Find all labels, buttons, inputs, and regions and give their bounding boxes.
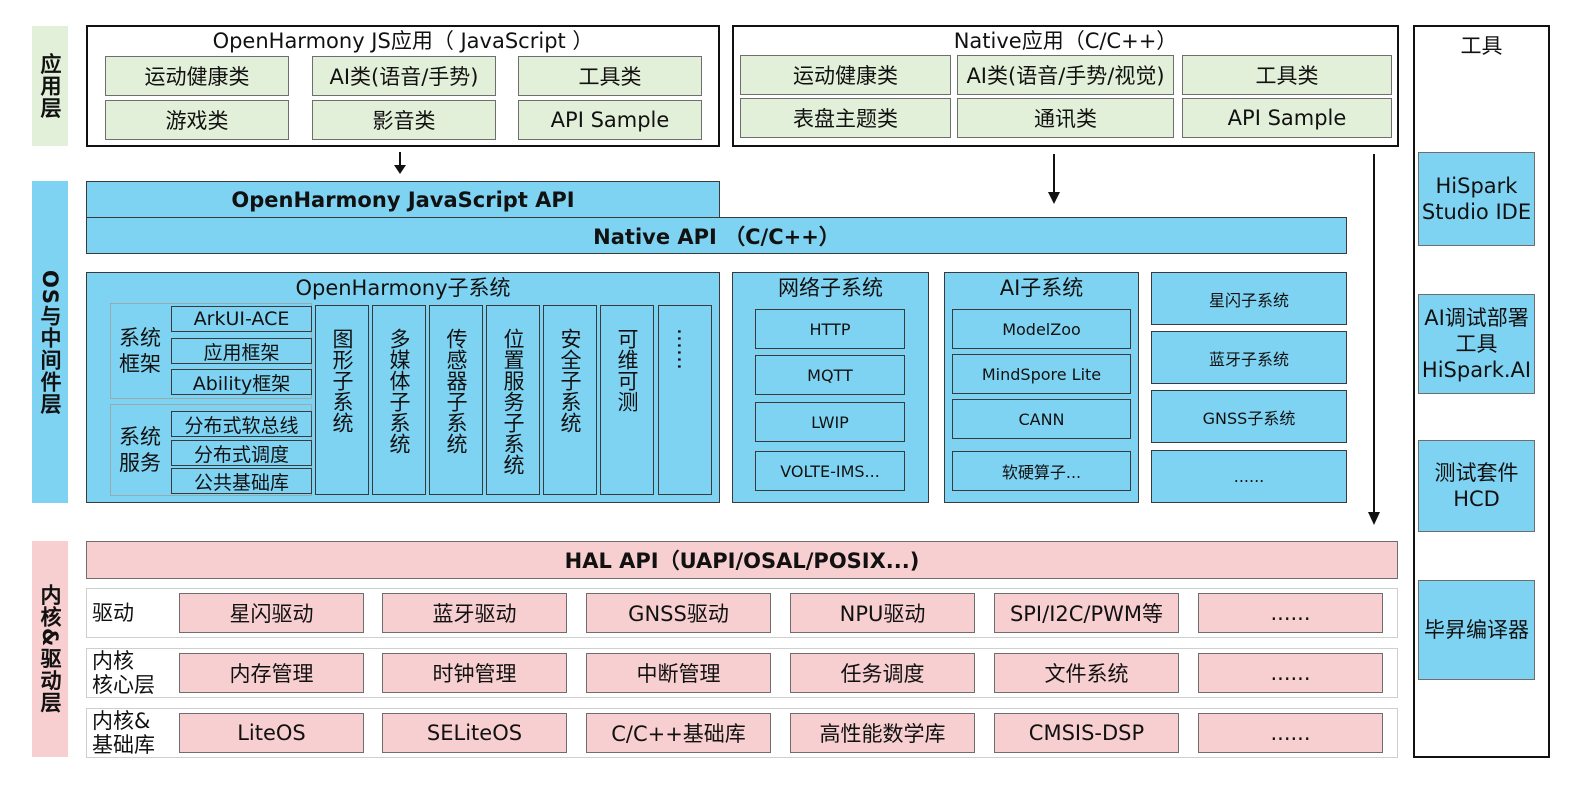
- tool-item: HiSpark Studio IDE: [1418, 152, 1535, 246]
- native-app-item: API Sample: [1182, 98, 1392, 138]
- network-item: MQTT: [755, 355, 905, 395]
- native-app-title: Native应用（C/C++）: [953, 29, 1178, 53]
- native-app-item: 通讯类: [957, 98, 1174, 138]
- service-label: 系统 服务: [119, 425, 161, 475]
- kernel-item: C/C++基础库: [586, 713, 771, 753]
- kernel-item: 中断管理: [586, 653, 771, 693]
- service-item: 分布式调度: [171, 440, 312, 466]
- vertical-subsystem-label: 安全子系统: [558, 328, 582, 433]
- kernel-item: 时钟管理: [382, 653, 567, 693]
- kernel-item: NPU驱动: [790, 593, 975, 633]
- ai-item: ModelZoo: [952, 309, 1131, 349]
- vertical-subsystem-item: 可维可测: [600, 305, 654, 495]
- vertical-subsystem-label: ……: [673, 328, 697, 370]
- tool-item: 毕昇编译器: [1418, 580, 1535, 680]
- vertical-subsystem-item: 位置服务子系统: [486, 305, 540, 495]
- kernel-row-label: 内核& 基础库: [92, 709, 155, 757]
- oh-subsystem-title: OpenHarmony子系统: [295, 276, 511, 300]
- service-item: 公共基础库: [171, 468, 312, 494]
- arrow-js-down: [394, 152, 406, 174]
- arrow-native-down: [1048, 154, 1060, 204]
- kernel-item: ......: [1198, 713, 1383, 753]
- js-app-item: 工具类: [518, 56, 702, 96]
- kernel-item: 高性能数学库: [790, 713, 975, 753]
- kernel-item: 任务调度: [790, 653, 975, 693]
- vertical-subsystem-item: 传感器子系统: [429, 305, 483, 495]
- app-layer-label: 应用层: [38, 53, 62, 119]
- kernel-item: GNSS驱动: [586, 593, 771, 633]
- js-app-item: 运动健康类: [105, 56, 289, 96]
- framework-label: 系统 框架: [119, 326, 161, 376]
- vertical-subsystem-label: 位置服务子系统: [501, 328, 525, 475]
- tool-item: AI调试部署 工具 HiSpark.AI: [1418, 294, 1535, 394]
- kernel-item: CMSIS-DSP: [994, 713, 1179, 753]
- other-subsystem: 蓝牙子系统: [1151, 331, 1347, 384]
- kernel-item: 内存管理: [179, 653, 364, 693]
- ai-item: 软硬算子...: [952, 451, 1131, 491]
- hal-api-bar: HAL API（UAPI/OSAL/POSIX...): [86, 541, 1398, 579]
- ai-subsystem-title: AI子系统: [999, 276, 1084, 300]
- os-layer-label: OS与中间件层: [38, 269, 62, 415]
- vertical-subsystem-item: ……: [658, 305, 712, 495]
- kernel-row-label: 驱动: [92, 601, 134, 625]
- vertical-subsystem-label: 传感器子系统: [444, 328, 468, 454]
- framework-item: 应用框架: [171, 338, 312, 364]
- native-app-item: 运动健康类: [740, 55, 951, 95]
- other-subsystem: ......: [1151, 450, 1347, 503]
- vertical-subsystem-label: 多媒体子系统: [387, 328, 411, 454]
- kernel-item: 文件系统: [994, 653, 1179, 693]
- native-app-item: 工具类: [1182, 55, 1392, 95]
- kernel-item: SPI/I2C/PWM等: [994, 593, 1179, 633]
- network-subsystem-title: 网络子系统: [778, 276, 883, 300]
- kernel-item: SELiteOS: [382, 713, 567, 753]
- other-subsystem: 星闪子系统: [1151, 272, 1347, 325]
- js-api-bar: OpenHarmony JavaScript API: [86, 181, 720, 218]
- framework-item: Ability框架: [171, 369, 312, 395]
- tools-title: 工具: [1460, 34, 1503, 58]
- kernel-item: LiteOS: [179, 713, 364, 753]
- js-app-item: 影音类: [312, 100, 496, 140]
- vertical-subsystem-label: 图形子系统: [330, 328, 354, 433]
- js-app-item: AI类(语音/手势): [312, 56, 496, 96]
- arrow-native-to-hal: [1368, 154, 1380, 525]
- os-layer-band: OS与中间件层: [32, 181, 68, 503]
- vertical-subsystem-item: 图形子系统: [315, 305, 369, 495]
- js-app-item: API Sample: [518, 100, 702, 140]
- vertical-subsystem-item: 安全子系统: [543, 305, 597, 495]
- vertical-subsystem-item: 多媒体子系统: [372, 305, 426, 495]
- kernel-item: 星闪驱动: [179, 593, 364, 633]
- kernel-row-label: 内核 核心层: [92, 649, 155, 697]
- framework-item: ArkUI-ACE: [171, 306, 312, 332]
- ai-item: CANN: [952, 399, 1131, 439]
- js-app-title: OpenHarmony JS应用（ JavaScript ）: [212, 29, 594, 53]
- vertical-subsystem-label: 可维可测: [615, 328, 639, 412]
- kernel-layer-label: 内核&驱动层: [38, 584, 62, 714]
- ai-item: MindSpore Lite: [952, 354, 1131, 394]
- service-item: 分布式软总线: [171, 411, 312, 437]
- network-item: LWIP: [755, 402, 905, 442]
- native-api-bar: Native API （C/C++）: [86, 217, 1347, 254]
- native-app-item: 表盘主题类: [740, 98, 951, 138]
- network-item: HTTP: [755, 309, 905, 349]
- kernel-item: ......: [1198, 653, 1383, 693]
- network-item: VOLTE-IMS...: [755, 451, 905, 491]
- kernel-item: 蓝牙驱动: [382, 593, 567, 633]
- app-layer-band: 应用层: [32, 26, 68, 146]
- native-app-item: AI类(语音/手势/视觉): [957, 55, 1174, 95]
- kernel-layer-band: 内核&驱动层: [32, 541, 68, 757]
- js-app-item: 游戏类: [105, 100, 289, 140]
- tool-item: 测试套件 HCD: [1418, 440, 1535, 532]
- other-subsystem: GNSS子系统: [1151, 390, 1347, 443]
- kernel-item: ......: [1198, 593, 1383, 633]
